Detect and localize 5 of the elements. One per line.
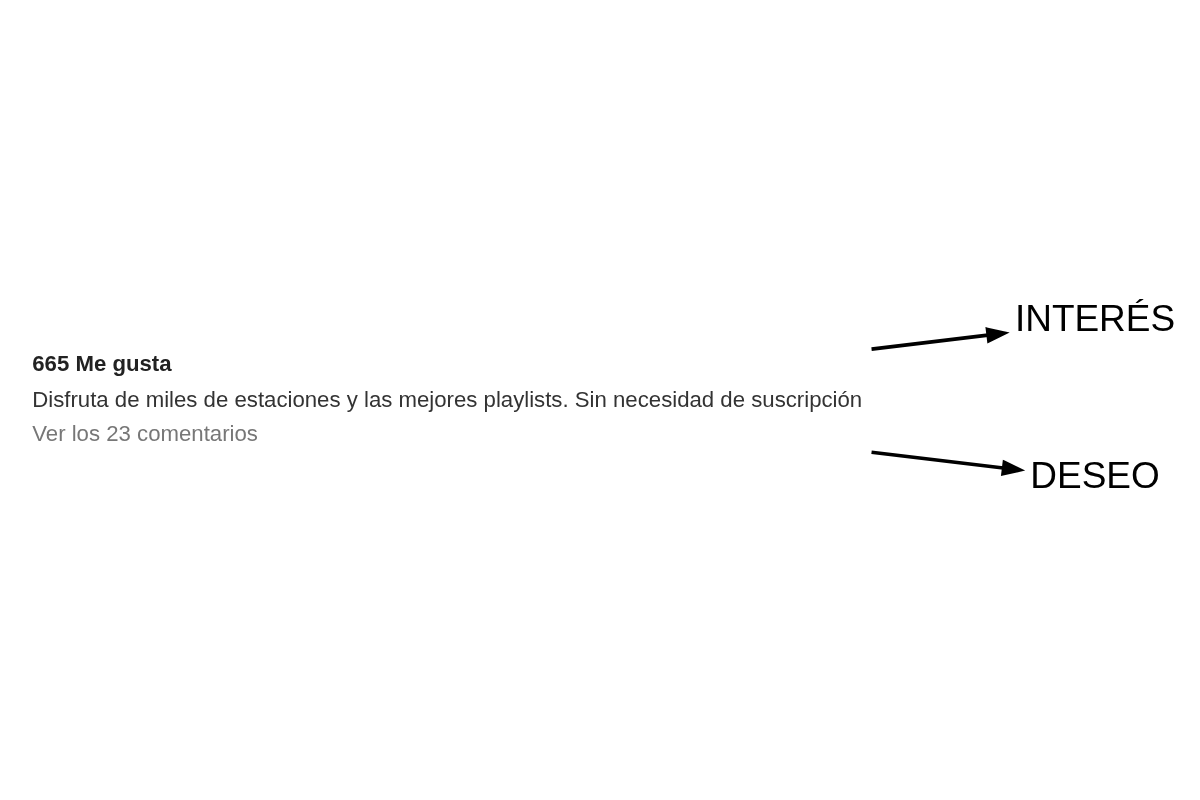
- node-text: 665 Me gusta Disfruta de miles de estaciones y las mejores playlists. Sin necesidad de suscripción Ver los 23 comentarios: [32, 350, 863, 446]
- node-text: DESEO: [1030, 454, 1160, 496]
- arrow: [871, 449, 1026, 476]
- arrow: [871, 326, 1010, 351]
- node-text: INTERÉS: [1014, 297, 1176, 339]
